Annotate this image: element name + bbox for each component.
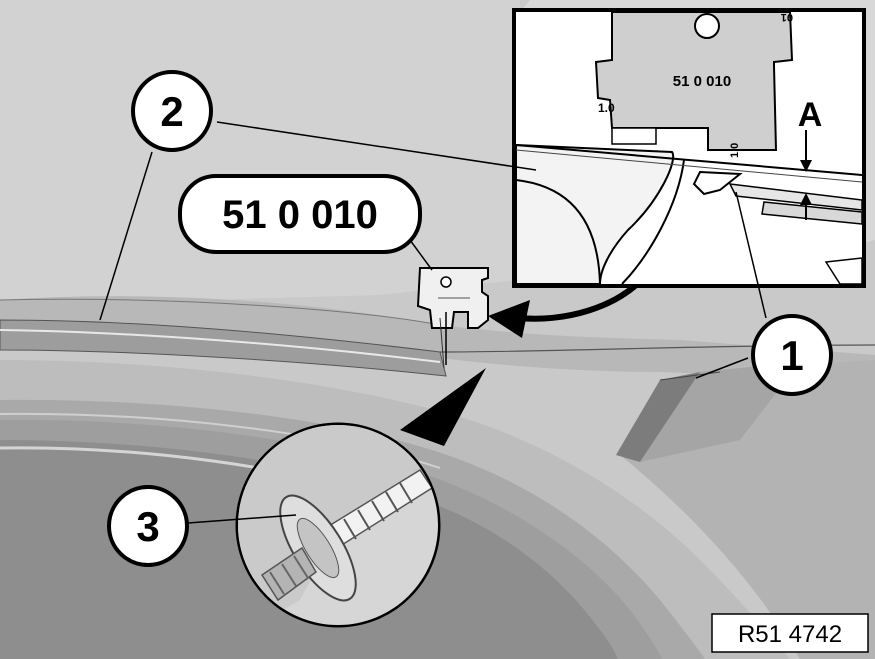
callout-2-label: 2 — [160, 88, 183, 135]
tool-label-text: 51 0 010 — [222, 193, 378, 237]
reference-code: R51 4742 — [738, 621, 842, 648]
tool-gauge-51-0-010 — [416, 267, 489, 369]
screw-illustration — [260, 468, 434, 602]
leader-lines — [99, 121, 767, 524]
callout-tool-label: 51 0 010 — [178, 174, 422, 254]
callout-3: 3 — [107, 485, 189, 567]
detail-circle-screw — [235, 368, 486, 628]
dimension-label-a: A — [798, 96, 823, 134]
inset-scale-left: 1.0 — [598, 101, 615, 115]
reference-code-box: R51 4742 — [711, 613, 869, 653]
inset-scale-right: 1.0 — [729, 143, 741, 158]
callout-1-label: 1 — [780, 332, 803, 379]
inset-tool-label: 51 0 010 — [673, 73, 731, 90]
callout-1: 1 — [751, 314, 833, 396]
inset-scale-top: 01 — [781, 11, 793, 23]
callout-3-label: 3 — [136, 503, 159, 550]
inset-tool-plate — [594, 12, 794, 151]
inset-detail-view: 51 0 010 1.0 1.0 01 A — [512, 8, 866, 288]
callout-2: 2 — [131, 70, 213, 152]
